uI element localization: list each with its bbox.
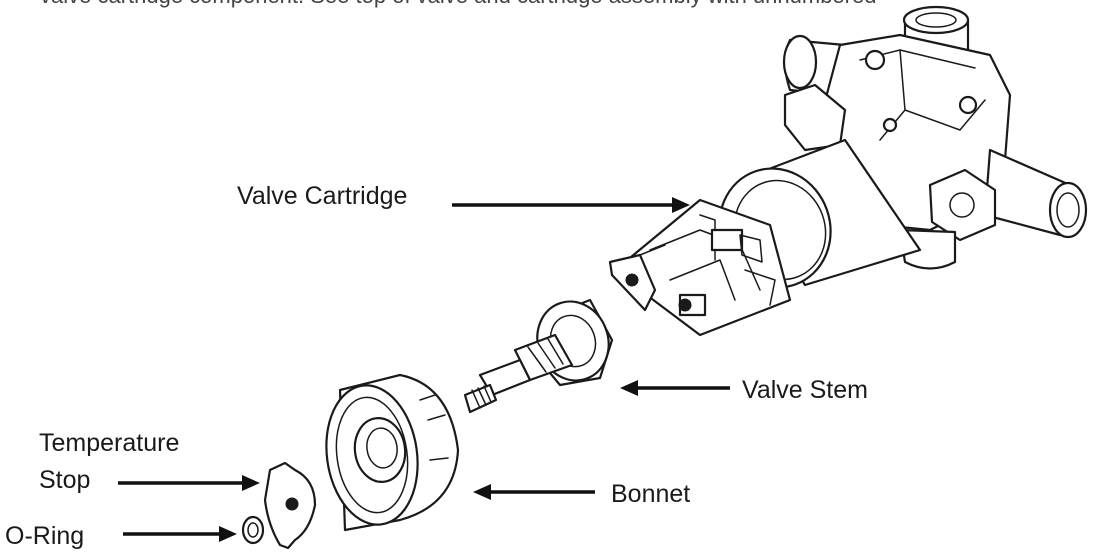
arrow-o-ring (123, 526, 237, 542)
arrow-valve-stem (620, 380, 730, 396)
label-o-ring: O-Ring (5, 522, 85, 550)
arrow-bonnet (473, 484, 595, 500)
arrow-valve-cartridge (452, 197, 690, 213)
label-temperature-stop-line2: Stop (39, 466, 91, 494)
temperature-stop-part (263, 461, 317, 550)
label-bonnet: Bonnet (611, 480, 691, 508)
label-valve-stem: Valve Stem (742, 376, 868, 404)
arrow-temperature-stop (118, 475, 260, 491)
header-text: valve cartridge component. See top of va… (40, 0, 876, 11)
o-ring-part (241, 515, 265, 545)
bonnet-part (325, 373, 460, 532)
valve-cartridge-part (608, 198, 792, 337)
valve-body (718, 5, 1088, 289)
valve-stem-part (463, 298, 614, 414)
label-temperature-stop-line1: Temperature (39, 429, 180, 457)
label-valve-cartridge: Valve Cartridge (237, 182, 408, 210)
